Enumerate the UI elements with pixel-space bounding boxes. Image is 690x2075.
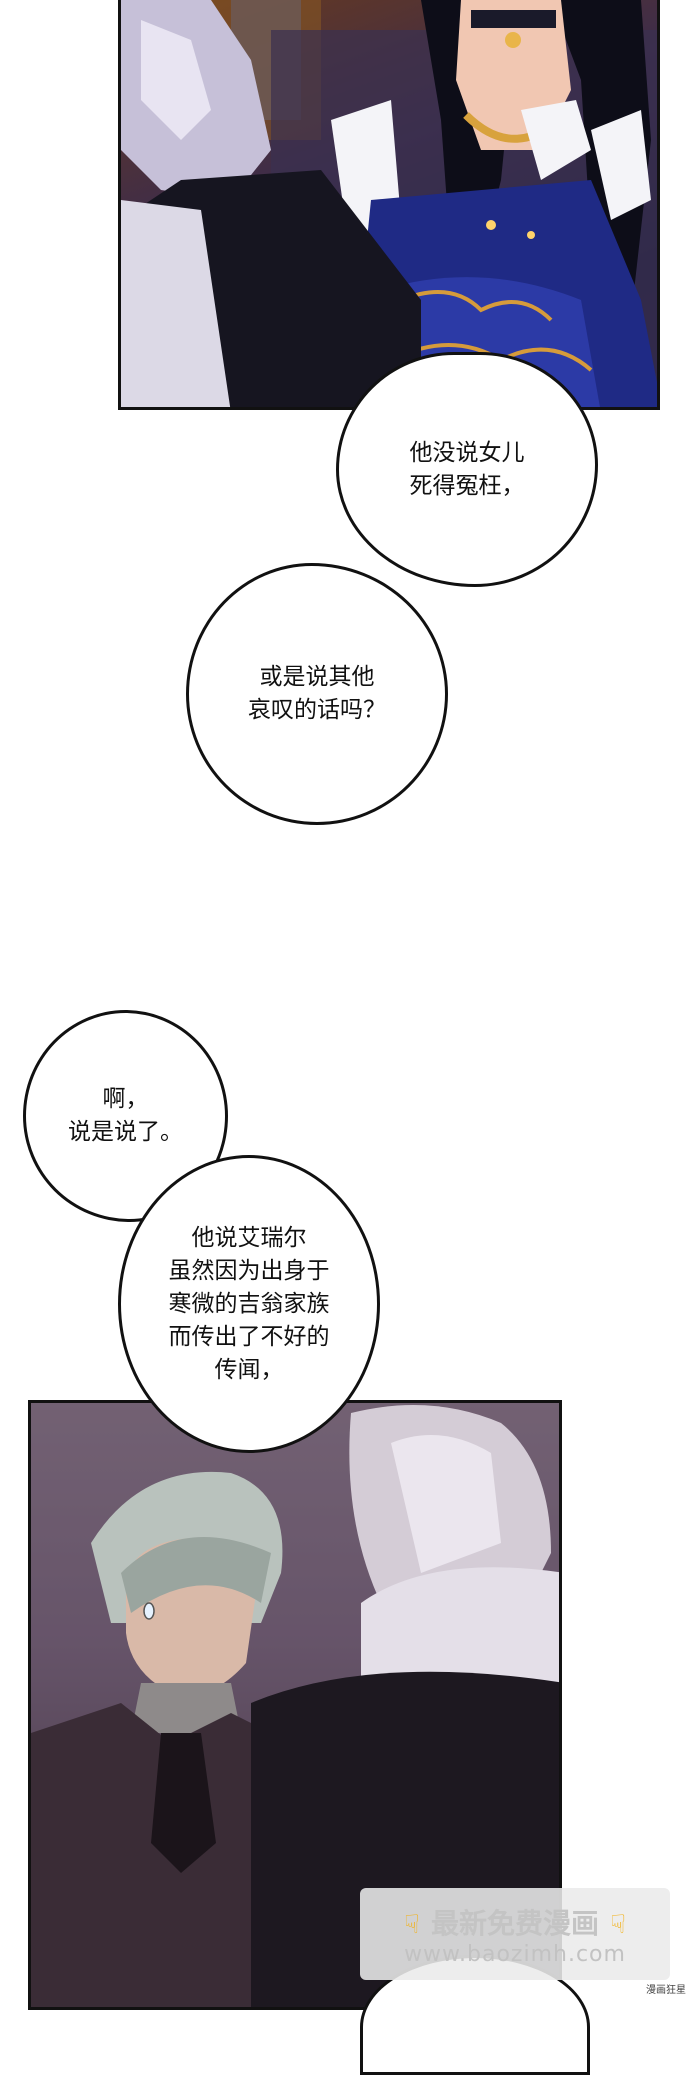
comic-panel-lady	[118, 0, 660, 410]
speech-bubble-4: 他说艾瑞尔 虽然因为出身于 寒微的吉翁家族 而传出了不好的 传闻，	[118, 1155, 380, 1453]
bubble-4-line-4: 而传出了不好的	[168, 1323, 330, 1350]
bubble-1-line-2: 死得冤枉，	[409, 472, 525, 499]
bubble-4-line-2: 虽然因为出身于	[168, 1257, 330, 1284]
bubble-3-line-1: 啊，	[102, 1086, 149, 1112]
bubble-3-line-2: 说是说了。	[68, 1119, 183, 1145]
watermark-banner[interactable]: ☟ 最新免费漫画 ☟ www.baozimh.com	[360, 1888, 670, 1980]
watermark-title: 最新免费漫画	[430, 1906, 599, 1940]
watermark-title-row: ☟ 最新免费漫画 ☟	[398, 1902, 632, 1942]
watermark-url[interactable]: www.baozimh.com	[404, 1941, 626, 1967]
bubble-1-line-1: 他没说女儿	[409, 439, 525, 466]
bubble-2-line-2: 哀叹的话吗？	[248, 697, 386, 723]
bubble-4-line-1: 他说艾瑞尔	[191, 1224, 307, 1251]
bubble-4-line-3: 寒微的吉翁家族	[168, 1290, 330, 1317]
speech-bubble-1: 他没说女儿 死得冤枉，	[336, 352, 598, 587]
bubble-2-line-1: 或是说其他	[259, 664, 375, 690]
panel-art-lady	[121, 0, 657, 407]
pointing-down-hand-icon: ☟	[404, 1909, 420, 1940]
corner-mark: 漫画狂星	[646, 1985, 686, 1996]
speech-bubble-2: 或是说其他 哀叹的话吗？	[186, 563, 448, 825]
pointing-down-hand-icon: ☟	[610, 1909, 626, 1940]
comic-panel-butler	[28, 1400, 562, 2010]
bubble-4-line-5: 传闻，	[214, 1356, 284, 1383]
